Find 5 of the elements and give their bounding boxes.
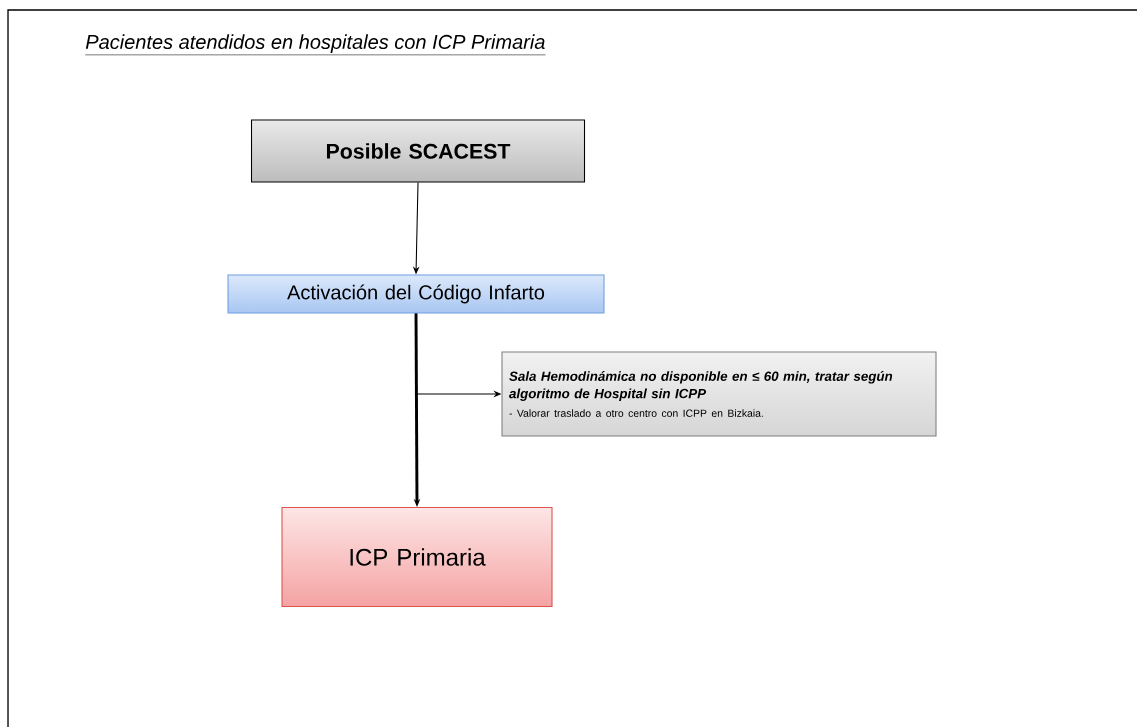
process-box: Posible SCACEST <box>250 119 586 183</box>
note-box: Sala Hemodinámica no disponible en ≤ 60 min, tratar según algoritmo de Hospital sin ICPP - Valorar traslado a otro centro con ICPP en Bizkaia. <box>501 351 937 437</box>
title: Pacientes atendidos en hospitales con ICP Primaria <box>85 34 546 56</box>
process-box: Activación del Código Infarto <box>227 274 605 314</box>
result-box: ICP Primaria <box>281 506 553 608</box>
